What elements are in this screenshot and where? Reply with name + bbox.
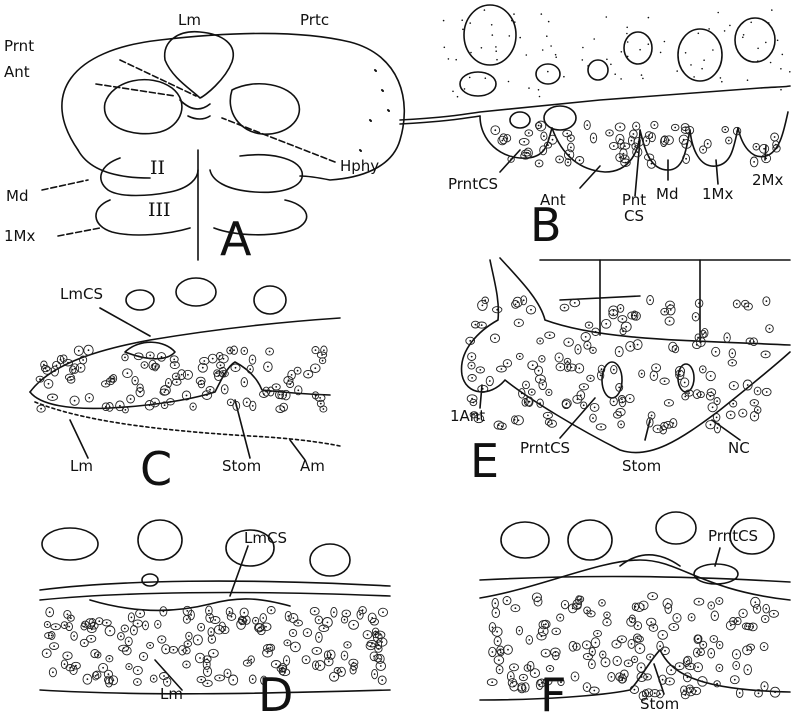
panel-b-label-pntcs: Pnt CS (612, 192, 656, 224)
panel-b-label-md: Md (656, 186, 678, 202)
panel-c-label-stom: Stom (222, 458, 261, 474)
segment-ii-label: II (150, 158, 165, 178)
panel-a-label-1mx: 1Mx (4, 228, 35, 244)
panel-a-label-prnt: Prnt (4, 38, 34, 54)
panel-f-label-prntcs: PrntCS (708, 528, 758, 544)
panel-b-label-2mx: 2Mx (752, 172, 783, 188)
panel-c-label-lmcs: LmCS (60, 286, 103, 302)
panel-b-drawing (400, 5, 790, 196)
panel-letter-d: D (258, 672, 293, 718)
panel-a-label-md: Md (6, 188, 28, 204)
panel-a-label-lm: Lm (178, 12, 201, 28)
panel-letter-e: E (470, 438, 499, 484)
panel-letter-f: F (540, 672, 566, 718)
panel-c-label-lm: Lm (70, 458, 93, 474)
panel-e-label-nc: NC (728, 440, 750, 456)
panel-e-label-stom: Stom (622, 458, 661, 474)
panel-b-label-prntcs: PrntCS (448, 176, 498, 192)
panel-a-label-hphy: Hphy (340, 158, 379, 174)
panel-letter-a: A (220, 216, 251, 262)
panel-d-label-lm: Lm (160, 686, 183, 702)
panel-a-label-prtc: Prtc (300, 12, 329, 28)
panel-letter-c: C (140, 446, 172, 492)
panel-f-label-stom: Stom (640, 696, 679, 712)
panel-a-label-ant: Ant (4, 64, 30, 80)
panel-letter-b: B (530, 202, 562, 248)
cell-stipple (36, 9, 791, 700)
panel-e-label-1ant: 1Ant (450, 408, 485, 424)
panel-c-label-am: Am (300, 458, 325, 474)
panel-d-label-lmcs: LmCS (244, 530, 287, 546)
panel-e-drawing (462, 258, 790, 453)
segment-iii-label: III (148, 200, 171, 220)
panel-e-label-prntcs: PrntCS (520, 440, 570, 456)
panel-b-label-1mx: 1Mx (702, 186, 733, 202)
